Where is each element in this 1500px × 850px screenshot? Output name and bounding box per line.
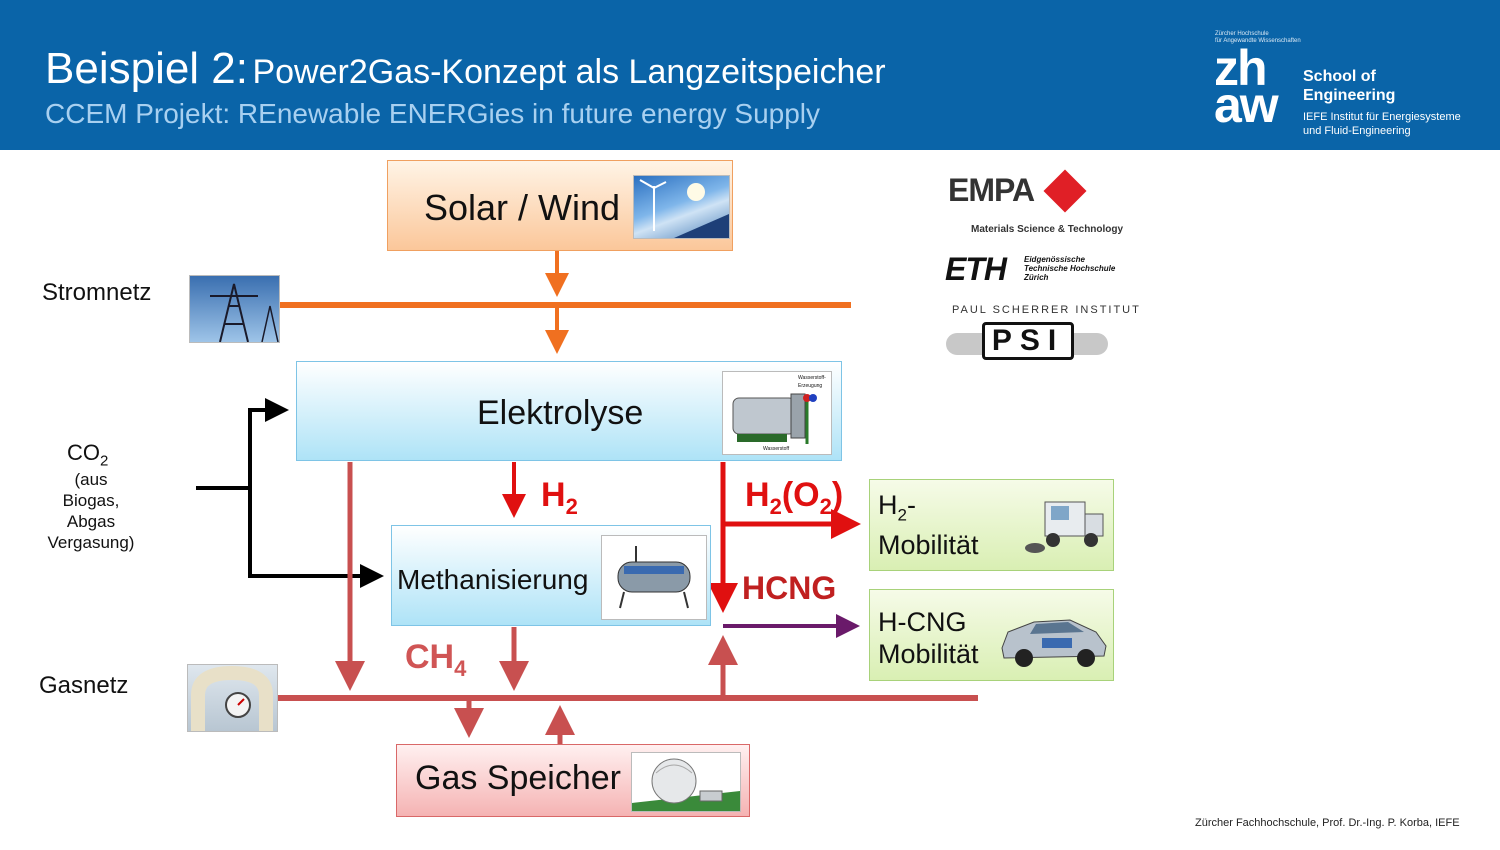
h2-label: H2 <box>541 476 578 519</box>
electrolyser-image: Wasserstoff-Erzeugung Wasserstoff <box>722 371 832 455</box>
gas-pipeline-image <box>187 664 278 732</box>
solar-wind-label: Solar / Wind <box>424 187 621 228</box>
elektrolyse-label: Elektrolyse <box>477 394 644 432</box>
methanisation-reactor-image <box>601 535 707 620</box>
footer-credit: Zürcher Fachhochschule, Prof. Dr.-Ing. P… <box>1195 817 1460 829</box>
gasnetz-label: Gasnetz <box>39 672 129 699</box>
psi-name: PAUL SCHERRER INSTITUT <box>952 304 1141 316</box>
co2-label: CO2 <box>67 440 109 470</box>
electrolyser-image-label-bottom: Wasserstoff <box>763 446 790 452</box>
header-banner: Beispiel 2: Power2Gas-Konzept als Langze… <box>0 0 1500 150</box>
stromnetz-label: Stromnetz <box>42 279 152 306</box>
gas-storage-label: Gas Speicher <box>415 759 621 797</box>
street-sweeper-image <box>1023 494 1107 556</box>
hcng-label: HCNG <box>742 570 837 606</box>
empa-logo: EMPA <box>948 172 1035 208</box>
eth-logo: ETH <box>945 251 1007 287</box>
car-image <box>996 602 1110 672</box>
h2-mobility-label: H2- Mobilität <box>878 490 979 561</box>
ch4-label: CH4 <box>405 638 467 681</box>
electrolyser-image-label: Wasserstoff-Erzeugung <box>798 375 826 389</box>
solar-wind-box: Solar / Wind <box>387 160 733 251</box>
elektrolyse-box: Elektrolyse Wasserstoff-Erzeugung Wasser… <box>296 361 842 461</box>
gas-storage-tank-image <box>631 752 741 812</box>
hcng-mobility-box: H-CNG Mobilität <box>869 589 1114 681</box>
methanisierung-label: Methanisierung <box>397 564 589 595</box>
psi-logo: PSI <box>982 322 1074 360</box>
h2-mobility-box: H2- Mobilität <box>869 479 1114 571</box>
methanisierung-box: Methanisierung <box>391 525 711 626</box>
gas-storage-box: Gas Speicher <box>396 744 750 817</box>
empa-tagline: Materials Science & Technology <box>971 224 1124 235</box>
page-title: Beispiel 2: Power2Gas-Konzept als Langze… <box>45 44 886 93</box>
solar-panel-image <box>633 175 730 239</box>
power-pylon-image <box>189 275 280 343</box>
hcng-mobility-label: H-CNG Mobilität <box>878 607 979 669</box>
h2o2-label: H2(O2) <box>745 476 844 519</box>
page-subtitle: CCEM Projekt: REnewable ENERGies in futu… <box>45 98 821 129</box>
